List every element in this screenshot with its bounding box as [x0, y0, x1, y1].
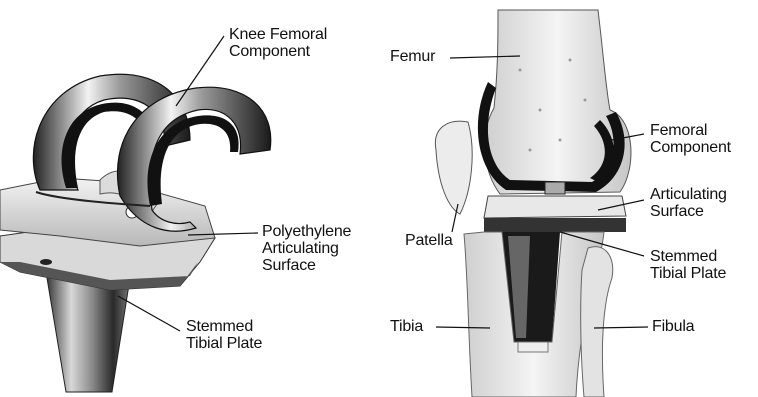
knee-anatomy-illustration: [435, 10, 631, 397]
label-line: Stemmed: [650, 248, 726, 265]
label-polyethylene-articulating-surface: Polyethylene Articulating Surface: [262, 223, 351, 274]
label-line: Fibula: [652, 318, 694, 335]
label-line: Articulating: [262, 240, 351, 257]
label-line: Femur: [390, 48, 435, 65]
label-line: Tibia: [390, 318, 423, 335]
label-line: Femoral: [650, 122, 731, 139]
label-line: Surface: [262, 257, 351, 274]
label-line: Knee Femoral: [229, 26, 327, 43]
label-line: Tibial Plate: [186, 335, 262, 352]
label-femoral-component: Femoral Component: [650, 122, 731, 156]
label-tibia: Tibia: [390, 318, 423, 335]
label-line: Surface: [650, 203, 727, 220]
label-line: Patella: [405, 232, 453, 249]
label-line: Component: [229, 43, 327, 60]
label-left-stemmed-tibial-plate: Stemmed Tibial Plate: [186, 318, 262, 352]
label-line: Stemmed: [186, 318, 262, 335]
label-articulating-surface: Articulating Surface: [650, 186, 727, 220]
label-line: Tibial Plate: [650, 265, 726, 282]
label-right-stemmed-tibial-plate: Stemmed Tibial Plate: [650, 248, 726, 282]
label-fibula: Fibula: [652, 318, 694, 335]
label-line: Component: [650, 139, 731, 156]
label-knee-femoral-component: Knee Femoral Component: [229, 26, 327, 60]
label-line: Polyethylene: [262, 223, 351, 240]
label-patella: Patella: [405, 232, 453, 249]
label-femur: Femur: [390, 48, 435, 65]
label-line: Articulating: [650, 186, 727, 203]
